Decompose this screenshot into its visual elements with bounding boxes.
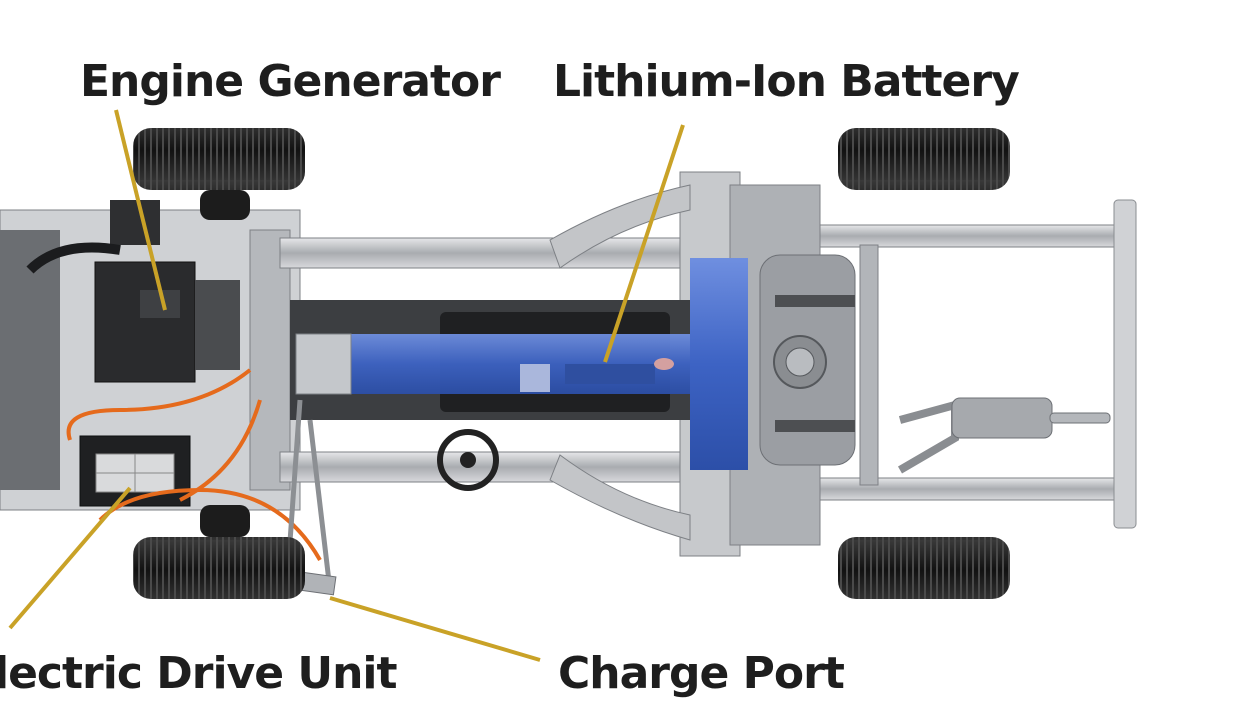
tire-rear-bottom bbox=[838, 537, 1010, 599]
label-lithium-ion-battery: Lithium-Ion Battery bbox=[553, 56, 1020, 107]
rear-frame bbox=[679, 171, 1137, 557]
leader-line-drive bbox=[8, 486, 132, 630]
label-electric-drive-unit: lectric Drive Unit bbox=[0, 648, 398, 699]
tire-front-top bbox=[133, 128, 305, 220]
muffler bbox=[951, 397, 1111, 439]
battery-pack bbox=[295, 258, 748, 470]
leader-line-battery bbox=[603, 124, 685, 363]
label-charge-port: Charge Port bbox=[558, 648, 845, 699]
leader-line-engine bbox=[114, 109, 167, 311]
engine-generator bbox=[26, 200, 240, 383]
electric-drive-unit bbox=[79, 435, 191, 507]
label-engine-generator: Engine Generator bbox=[80, 56, 501, 107]
tire-rear-top bbox=[838, 128, 1010, 190]
tire-front-bottom bbox=[133, 505, 305, 599]
steering-wheel bbox=[437, 429, 499, 491]
hv-cables bbox=[66, 368, 322, 561]
leader-line-charge bbox=[329, 596, 541, 662]
